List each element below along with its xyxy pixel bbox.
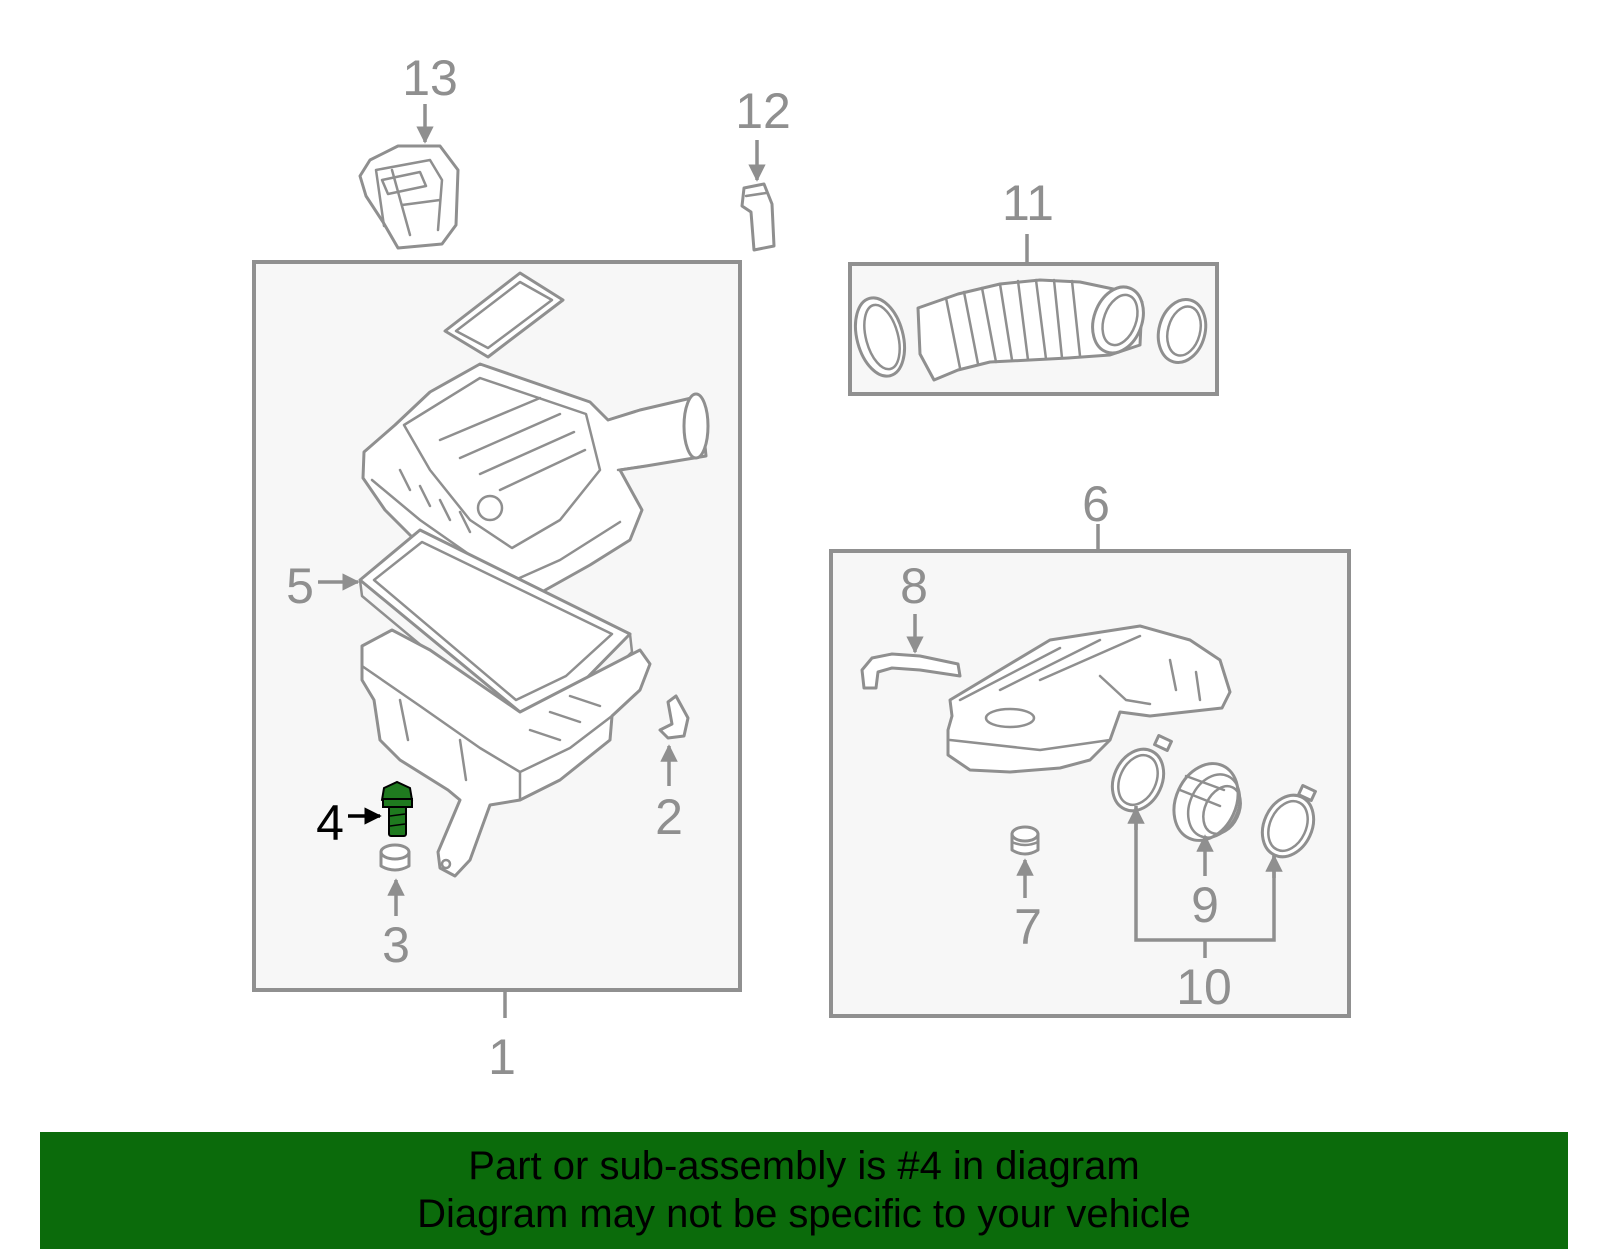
part-6-housing-assembly bbox=[946, 624, 1232, 774]
part-4-bolt-highlighted bbox=[380, 780, 414, 837]
info-banner: Part or sub-assembly is #4 in diagram Di… bbox=[40, 1132, 1568, 1249]
part-13-resonator bbox=[358, 144, 460, 250]
callout-13: 13 bbox=[402, 50, 458, 106]
callout-1: 1 bbox=[488, 1029, 516, 1085]
callout-4: 4 bbox=[316, 795, 344, 851]
callout-12: 12 bbox=[735, 83, 791, 139]
callout-3: 3 bbox=[382, 917, 410, 973]
callout-2: 2 bbox=[655, 789, 683, 845]
part-8-breather-hose bbox=[860, 652, 962, 690]
callout-5: 5 bbox=[286, 558, 314, 614]
part-gasket-plate bbox=[443, 271, 565, 359]
part-7-grommet bbox=[1010, 825, 1040, 856]
callout-6: 6 bbox=[1082, 476, 1110, 532]
part-12-sensor bbox=[740, 182, 776, 252]
part-11-intake-duct bbox=[853, 278, 1208, 382]
part-2-hose bbox=[658, 694, 690, 740]
banner-line-part: Part or sub-assembly is #4 in diagram bbox=[468, 1144, 1140, 1188]
part-lower-housing bbox=[360, 628, 652, 878]
assembly-box-6 bbox=[829, 549, 1351, 1018]
callout-8: 8 bbox=[900, 558, 928, 614]
part-10-clamp-right bbox=[1260, 784, 1317, 859]
leader-lines bbox=[318, 104, 1283, 1018]
banner-line-disclaimer: Diagram may not be specific to your vehi… bbox=[417, 1192, 1191, 1236]
callout-10: 10 bbox=[1176, 959, 1232, 1015]
callout-9: 9 bbox=[1191, 877, 1219, 933]
callout-7: 7 bbox=[1014, 899, 1042, 955]
parts-diagram: 13 12 11 6 5 8 2 4 3 7 9 10 1 bbox=[252, 50, 1351, 1085]
callout-11: 11 bbox=[1002, 175, 1054, 231]
part-10-clamp-left bbox=[1110, 734, 1173, 813]
part-3-grommet bbox=[379, 843, 411, 872]
